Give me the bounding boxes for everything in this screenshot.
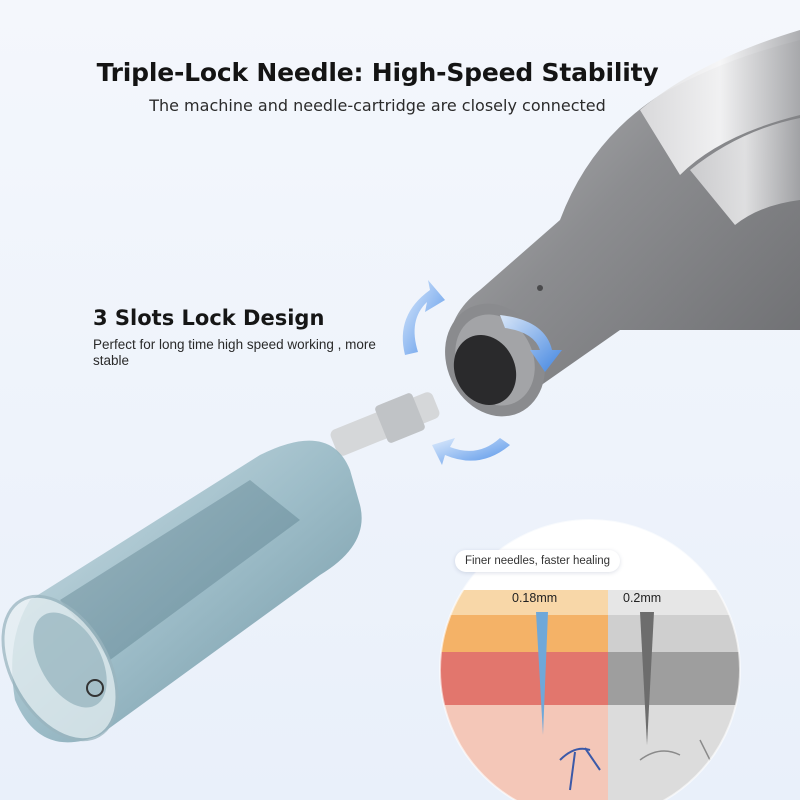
pen-body bbox=[445, 30, 800, 417]
inset-callout: Finer needles, faster healing bbox=[455, 550, 620, 572]
curved-arrow-icon bbox=[402, 280, 562, 465]
feature-description: Perfect for long time high speed working… bbox=[93, 337, 376, 368]
needle-right-label: 0.2mm bbox=[623, 591, 662, 605]
feature-title: 3 Slots Lock Design bbox=[93, 306, 325, 330]
needle-cartridge bbox=[1, 392, 440, 743]
page-title: Triple-Lock Needle: High-Speed Stability bbox=[96, 58, 659, 87]
needle-icon bbox=[640, 612, 654, 745]
needle-icon bbox=[536, 612, 548, 735]
needle-left-label: 0.18mm bbox=[512, 591, 558, 605]
page-subtitle: The machine and needle-cartridge are clo… bbox=[149, 96, 606, 115]
